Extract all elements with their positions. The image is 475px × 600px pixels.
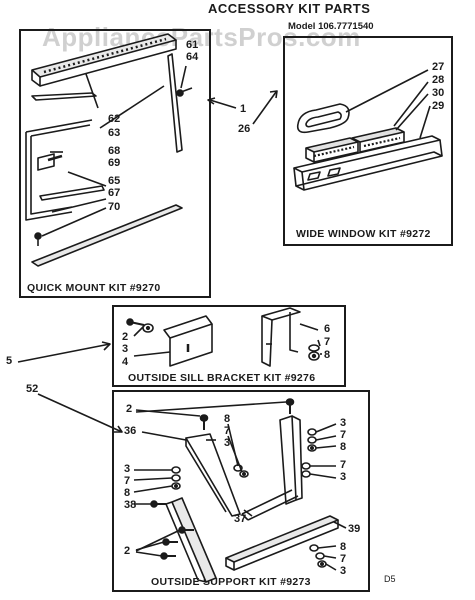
callout-29: 29 bbox=[432, 100, 445, 112]
callout-70: 70 bbox=[108, 201, 121, 213]
callout-sk-3b: 3 bbox=[124, 463, 131, 475]
callout-sk-7a: 7 bbox=[224, 425, 231, 437]
wide-window-kit-caption: WIDE WINDOW KIT #9272 bbox=[296, 228, 431, 240]
callout-sk-7e: 7 bbox=[340, 553, 347, 565]
callout-62: 62 bbox=[108, 113, 121, 125]
callout-sk-8d: 8 bbox=[340, 541, 347, 553]
callout-sk-8a: 8 bbox=[224, 413, 231, 425]
callout-52: 52 bbox=[26, 383, 39, 395]
callout-sk-37: 37 bbox=[234, 513, 247, 525]
callout-27: 27 bbox=[432, 61, 445, 73]
callout-69: 69 bbox=[108, 157, 121, 169]
callout-sk-3c: 3 bbox=[340, 417, 347, 429]
sill-bracket-kit-caption: OUTSIDE SILL BRACKET KIT #9276 bbox=[128, 372, 316, 384]
callout-sk-2a: 2 bbox=[126, 403, 133, 415]
callout-sk-3a: 3 bbox=[224, 437, 231, 449]
callout-30: 30 bbox=[432, 87, 445, 99]
callout-5: 5 bbox=[6, 355, 13, 367]
page-title: ACCESSORY KIT PARTS bbox=[208, 1, 371, 16]
callout-sk-8c: 8 bbox=[340, 441, 347, 453]
callout-sk-2b: 2 bbox=[124, 545, 131, 557]
sill-bracket-kit-box bbox=[112, 305, 346, 387]
callout-65: 65 bbox=[108, 175, 121, 187]
quick-mount-kit-box bbox=[19, 29, 211, 298]
callout-sk-38: 38 bbox=[124, 499, 137, 511]
callout-1: 1 bbox=[240, 103, 247, 115]
callout-sk-3e: 3 bbox=[340, 565, 347, 577]
callout-sk-3d: 3 bbox=[340, 471, 347, 483]
callout-sb-8: 8 bbox=[324, 349, 331, 361]
callout-sk-7d: 7 bbox=[340, 459, 347, 471]
support-kit-box bbox=[112, 390, 370, 592]
callout-28: 28 bbox=[432, 74, 445, 86]
diagram-code: D5 bbox=[384, 574, 396, 584]
callout-sb-3: 3 bbox=[122, 343, 129, 355]
support-parts bbox=[133, 398, 347, 583]
callout-sb-4: 4 bbox=[122, 356, 129, 368]
callout-sb-6: 6 bbox=[324, 323, 331, 335]
callout-sk-36: 36 bbox=[124, 425, 137, 437]
quick-mount-kit-caption: QUICK MOUNT KIT #9270 bbox=[27, 282, 161, 294]
callout-sk-8b: 8 bbox=[124, 487, 131, 499]
callout-sk-7c: 7 bbox=[340, 429, 347, 441]
callout-sk-7b: 7 bbox=[124, 475, 131, 487]
callout-sb-2: 2 bbox=[122, 331, 129, 343]
sill-bracket-parts bbox=[126, 307, 322, 367]
callout-61: 61 bbox=[186, 39, 199, 51]
callout-64: 64 bbox=[186, 51, 199, 63]
wide-window-kit-box bbox=[283, 36, 453, 246]
callout-68: 68 bbox=[108, 145, 121, 157]
callout-sb-7: 7 bbox=[324, 336, 331, 348]
wide-window-parts bbox=[293, 69, 443, 191]
quick-mount-parts bbox=[25, 33, 193, 267]
callout-26: 26 bbox=[238, 123, 251, 135]
callout-63: 63 bbox=[108, 127, 121, 139]
callout-sk-39: 39 bbox=[348, 523, 361, 535]
callout-67: 67 bbox=[108, 187, 121, 199]
support-kit-caption: OUTSIDE SUPPORT KIT #9273 bbox=[151, 576, 311, 588]
model-number: Model 106.7771540 bbox=[288, 21, 374, 32]
